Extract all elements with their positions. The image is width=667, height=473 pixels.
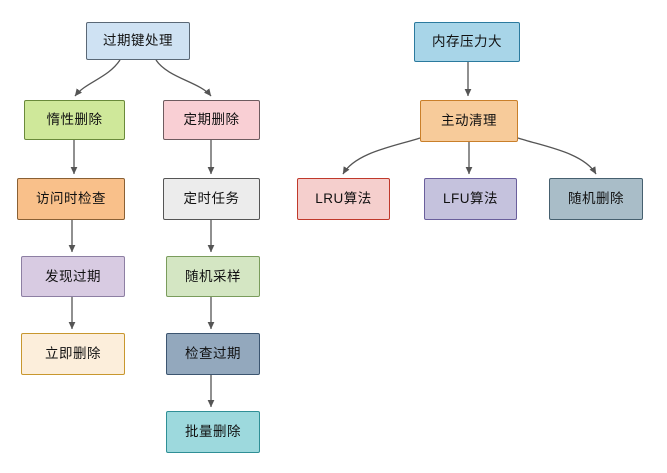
node-label-periodic-delete: 定期删除 [183,112,240,128]
node-delete-immediately[interactable]: 立即删除 [21,333,125,375]
node-label-batch-delete: 批量删除 [185,424,241,440]
node-label-delete-immediately: 立即删除 [45,346,101,362]
node-label-check-expired: 检查过期 [185,346,241,362]
node-check-expired[interactable]: 检查过期 [166,333,260,375]
node-label-lru-algorithm: LRU算法 [315,191,372,207]
node-label-memory-pressure: 内存压力大 [432,34,502,50]
edge-expired-key-handling-to-periodic-delete [155,59,212,97]
node-found-expired[interactable]: 发现过期 [21,256,125,297]
node-label-expired-key-handling: 过期键处理 [103,33,173,49]
node-expired-key-handling[interactable]: 过期键处理 [86,22,190,60]
node-label-random-delete: 随机删除 [568,191,624,207]
node-memory-pressure[interactable]: 内存压力大 [414,22,520,62]
node-label-check-on-access: 访问时检查 [36,191,106,207]
edge-expired-key-handling-to-lazy-delete [74,59,121,97]
node-lru-algorithm[interactable]: LRU算法 [297,178,390,220]
edge-active-eviction-to-lru-algorithm [342,137,421,175]
node-label-lfu-algorithm: LFU算法 [442,191,498,207]
node-lfu-algorithm[interactable]: LFU算法 [424,178,517,220]
node-scheduled-task[interactable]: 定时任务 [163,178,260,220]
node-batch-delete[interactable]: 批量删除 [166,411,260,453]
node-label-active-eviction: 主动清理 [441,113,497,129]
node-label-found-expired: 发现过期 [45,268,101,284]
node-label-random-sampling: 随机采样 [185,268,241,284]
node-periodic-delete[interactable]: 定期删除 [163,100,260,140]
node-label-scheduled-task: 定时任务 [183,191,240,207]
node-random-sampling[interactable]: 随机采样 [166,256,260,297]
edge-active-eviction-to-random-delete [517,137,597,175]
node-random-delete[interactable]: 随机删除 [549,178,643,220]
node-active-eviction[interactable]: 主动清理 [420,100,518,142]
node-check-on-access[interactable]: 访问时检查 [17,178,125,220]
node-label-lazy-delete: 惰性删除 [46,112,103,128]
node-lazy-delete[interactable]: 惰性删除 [24,100,125,140]
